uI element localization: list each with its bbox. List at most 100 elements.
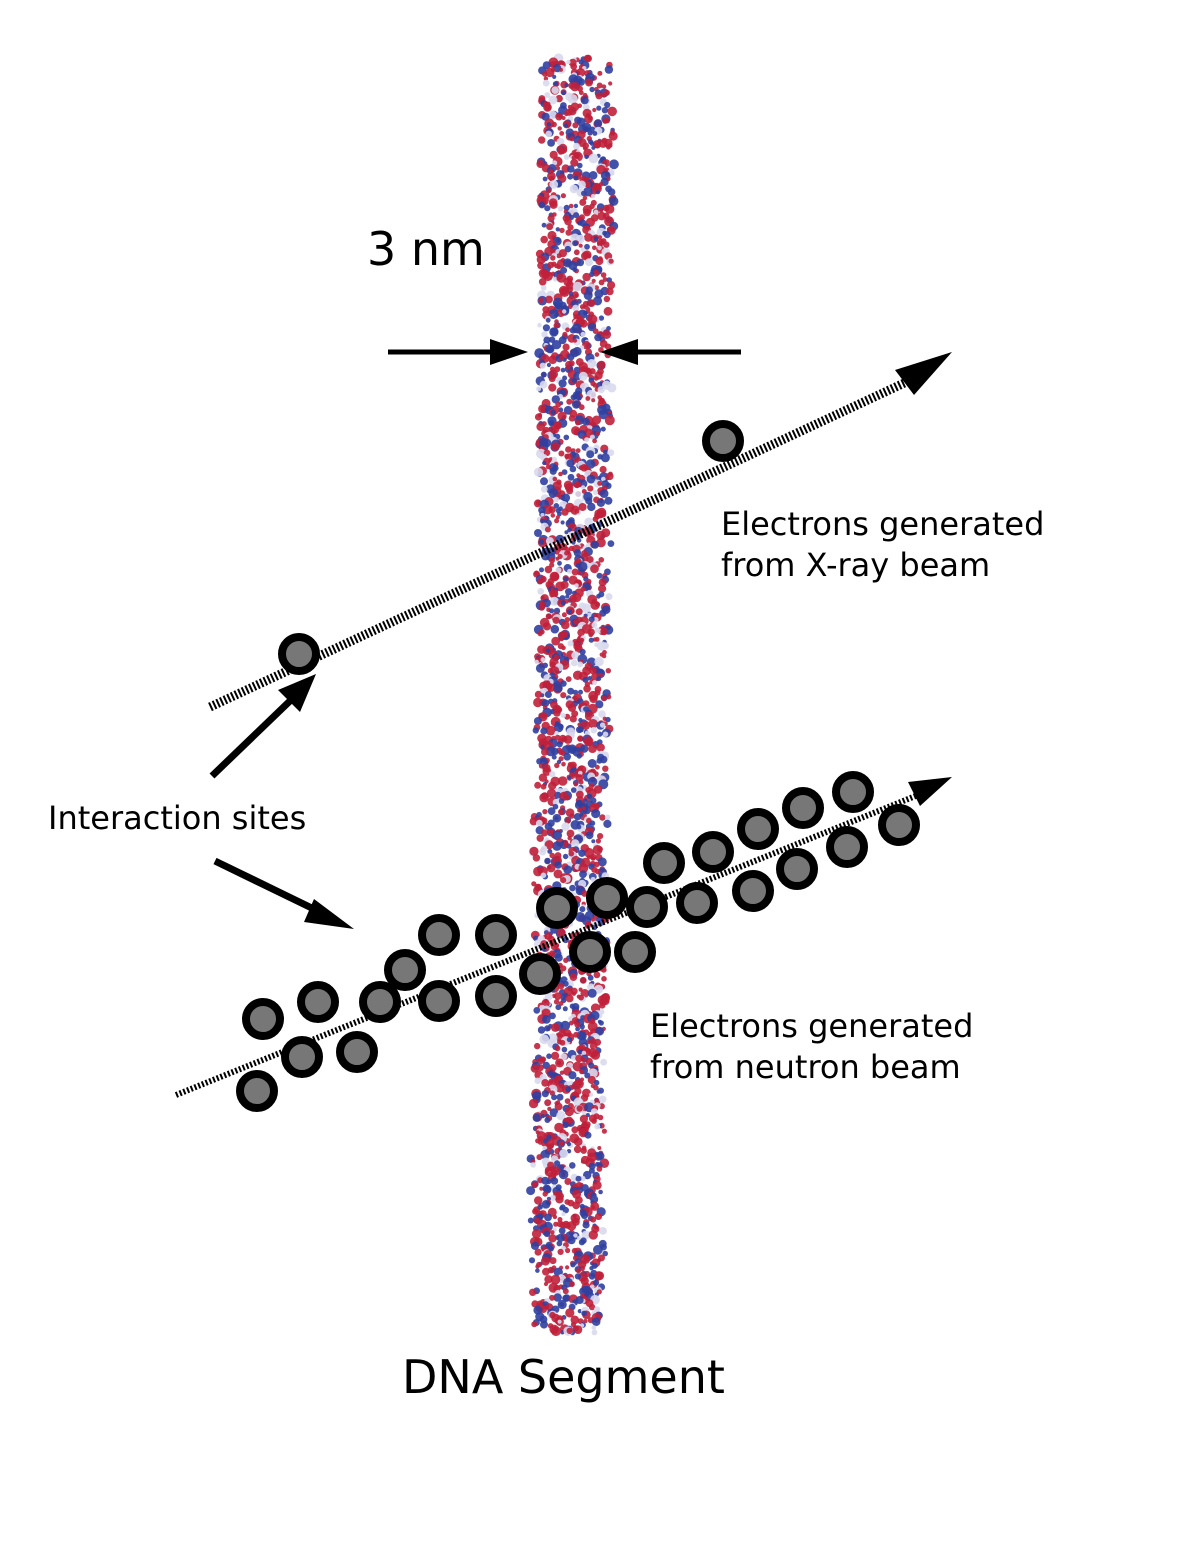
dna-bead bbox=[604, 814, 611, 821]
dna-bead bbox=[536, 422, 545, 432]
dna-bead bbox=[586, 793, 593, 800]
dna-bead bbox=[577, 628, 585, 637]
dna-bead bbox=[545, 130, 552, 138]
dna-bead bbox=[558, 149, 564, 155]
dna-bead bbox=[580, 485, 586, 490]
dna-bead bbox=[544, 565, 553, 574]
dna-bead bbox=[605, 716, 611, 723]
dna-bead bbox=[594, 285, 599, 290]
dna-bead bbox=[540, 727, 548, 735]
dna-bead bbox=[591, 622, 598, 628]
dna-bead bbox=[603, 231, 611, 239]
dna-bead bbox=[583, 798, 588, 803]
dna-bead bbox=[585, 497, 593, 505]
dna-bead bbox=[591, 398, 596, 403]
dna-bead bbox=[604, 343, 612, 350]
dna-bead bbox=[594, 1123, 601, 1130]
neutron-electron bbox=[475, 975, 517, 1017]
dna-bead bbox=[572, 304, 580, 312]
dna-bead bbox=[596, 498, 606, 507]
dna-bead bbox=[599, 722, 606, 728]
dna-bead bbox=[575, 420, 581, 426]
dna-bead bbox=[577, 1049, 583, 1055]
dna-bead bbox=[569, 884, 576, 892]
dna-bead bbox=[585, 831, 594, 840]
dna-bead bbox=[599, 609, 607, 617]
dna-bead bbox=[561, 822, 570, 831]
dna-bead bbox=[550, 1274, 561, 1285]
dna-bead bbox=[576, 753, 582, 759]
dna-bead bbox=[584, 1131, 592, 1139]
dna-bead bbox=[607, 188, 616, 196]
dna-bead bbox=[567, 527, 572, 533]
dna-bead bbox=[544, 857, 551, 865]
dna-bead bbox=[572, 267, 578, 272]
dna-bead bbox=[597, 70, 603, 76]
dna-bead bbox=[574, 1273, 582, 1280]
dna-bead bbox=[584, 114, 593, 124]
dna-bead bbox=[597, 1019, 602, 1024]
dna-bead bbox=[549, 1294, 555, 1301]
dna-bead bbox=[554, 953, 563, 962]
dna-bead bbox=[594, 1152, 603, 1161]
dna-bead bbox=[566, 609, 573, 615]
neutron-electron bbox=[732, 870, 774, 912]
dna-bead bbox=[553, 496, 560, 503]
dna-bead bbox=[544, 840, 554, 850]
dna-bead bbox=[534, 1196, 543, 1205]
dna-bead bbox=[603, 295, 611, 303]
dna-bead bbox=[567, 640, 574, 647]
dna-bead bbox=[577, 807, 582, 813]
dna-bead bbox=[597, 235, 603, 240]
dna-bead bbox=[564, 550, 569, 556]
dna-bead bbox=[594, 141, 601, 149]
dna-bead bbox=[603, 306, 613, 316]
dna-segment-label: DNA Segment bbox=[402, 1350, 725, 1404]
dna-bead bbox=[593, 209, 599, 215]
width-arrow-left bbox=[388, 339, 528, 365]
dna-bead bbox=[597, 1146, 602, 1150]
dna-bead bbox=[574, 1021, 581, 1028]
dna-bead bbox=[573, 1137, 583, 1147]
dna-bead bbox=[590, 876, 596, 883]
dna-bead bbox=[576, 824, 582, 830]
dna-bead bbox=[594, 984, 604, 994]
dna-bead bbox=[594, 1212, 603, 1221]
dna-bead bbox=[596, 530, 606, 541]
dna-bead bbox=[596, 82, 603, 89]
dna-bead bbox=[532, 854, 541, 862]
interaction-arrow-lower bbox=[213, 857, 354, 929]
dna-bead bbox=[572, 240, 579, 247]
dna-bead bbox=[579, 906, 586, 913]
dna-bead bbox=[541, 1200, 551, 1209]
dna-bead bbox=[544, 1213, 552, 1222]
dna-bead bbox=[545, 613, 552, 620]
dna-bead bbox=[566, 829, 575, 838]
dna-bead bbox=[598, 279, 605, 286]
dna-bead bbox=[562, 331, 568, 337]
dna-bead bbox=[579, 198, 587, 206]
dna-bead bbox=[557, 776, 568, 786]
dna-bead bbox=[558, 114, 564, 119]
dna-bead bbox=[540, 1149, 550, 1160]
width-arrow-right bbox=[600, 339, 741, 365]
dna-bead bbox=[549, 200, 558, 209]
dna-bead bbox=[545, 295, 553, 304]
dna-bead bbox=[536, 578, 544, 585]
dna-helix bbox=[526, 53, 619, 1337]
dna-bead bbox=[544, 205, 551, 212]
dna-bead bbox=[547, 139, 555, 147]
neutron-electron bbox=[878, 804, 920, 846]
dna-bead bbox=[552, 476, 558, 482]
dna-bead bbox=[542, 271, 550, 279]
dna-bead bbox=[558, 336, 567, 345]
neutron-electron bbox=[336, 1031, 378, 1073]
dna-bead bbox=[569, 327, 577, 334]
dna-bead bbox=[545, 725, 556, 736]
dna-bead bbox=[591, 808, 601, 819]
dna-bead bbox=[578, 90, 584, 96]
dna-bead bbox=[564, 530, 569, 535]
dna-bead bbox=[569, 1162, 576, 1169]
dna-bead bbox=[593, 1084, 599, 1091]
dna-bead bbox=[550, 624, 560, 634]
